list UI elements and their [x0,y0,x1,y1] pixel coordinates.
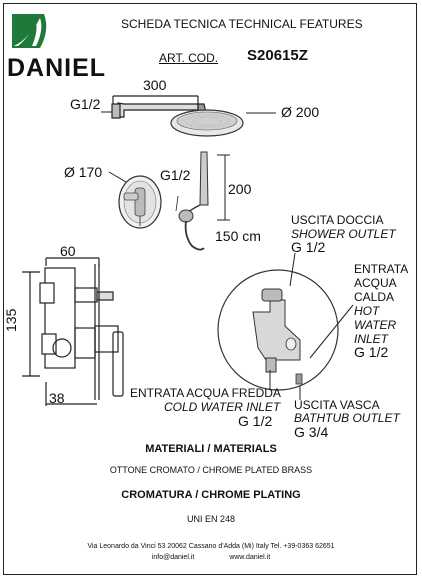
shower-outlet-it: USCITA DOCCIA [291,213,384,227]
handshower-height-dim: 200 [228,181,252,197]
head-diameter-dim: Ø 200 [281,104,320,120]
hot-inlet-it-2: ACQUA [354,276,397,290]
sheet-title: SCHEDA TECNICA TECHNICAL FEATURES [121,17,363,31]
body-section-drawing [22,257,124,406]
hose-length-dim: 150 cm [215,228,261,244]
valve-detail-drawing [217,252,354,400]
hot-inlet-it-1: ENTRATA [354,262,409,276]
hot-inlet-size: G 1/2 [354,344,389,360]
cold-inlet-en: COLD WATER INLET [164,400,281,414]
body-depth-dim: 38 [49,390,65,406]
body-width-dim: 60 [60,243,76,259]
article-code-value: S20615Z [247,47,308,64]
hot-inlet-en-3: INLET [354,332,389,346]
body-height-dim: 135 [3,308,19,332]
footer-address: Via Leonardo da Vinci 53 20062 Cassano d… [87,543,335,550]
shower-outlet-en: SHOWER OUTLET [291,227,396,241]
daniel-logo-mark [12,14,47,48]
arm-length-dim: 300 [143,77,167,93]
mixer-plate-drawing [108,171,162,229]
brand-name: DANIEL [7,54,107,82]
shower-head-drawing [170,109,244,137]
cold-inlet-it: ENTRATA ACQUA FREDDA [130,386,281,400]
page-border [3,3,417,575]
article-code-label: ART. COD. [159,51,219,65]
handshower-thread-dim: G1/2 [160,167,191,183]
plating-value: UNI EN 248 [186,514,236,524]
plating-title: CROMATURA / CHROME PLATING [121,489,301,501]
shower-outlet-size: G 1/2 [291,239,326,255]
materials-title: MATERIALI / MATERIALS [145,443,277,455]
footer-contacts: info@daniel.it www.daniel.it [151,554,271,561]
bath-outlet-en: BATHTUB OUTLET [294,411,400,425]
bath-outlet-it: USCITA VASCA [294,398,380,412]
hot-inlet-it-3: CALDA [354,290,395,304]
mixer-diameter-dim: Ø 170 [64,164,103,180]
bath-outlet-size: G 3/4 [294,424,329,440]
arm-thread-dim: G1/2 [70,96,101,112]
hand-shower-drawing [175,151,230,251]
hot-inlet-en-1: HOT [354,304,380,318]
cold-inlet-size: G 1/2 [238,413,273,429]
materials-value: OTTONE CROMATO / CHROME PLATED BRASS [109,465,313,475]
hot-inlet-en-2: WATER [354,318,397,332]
